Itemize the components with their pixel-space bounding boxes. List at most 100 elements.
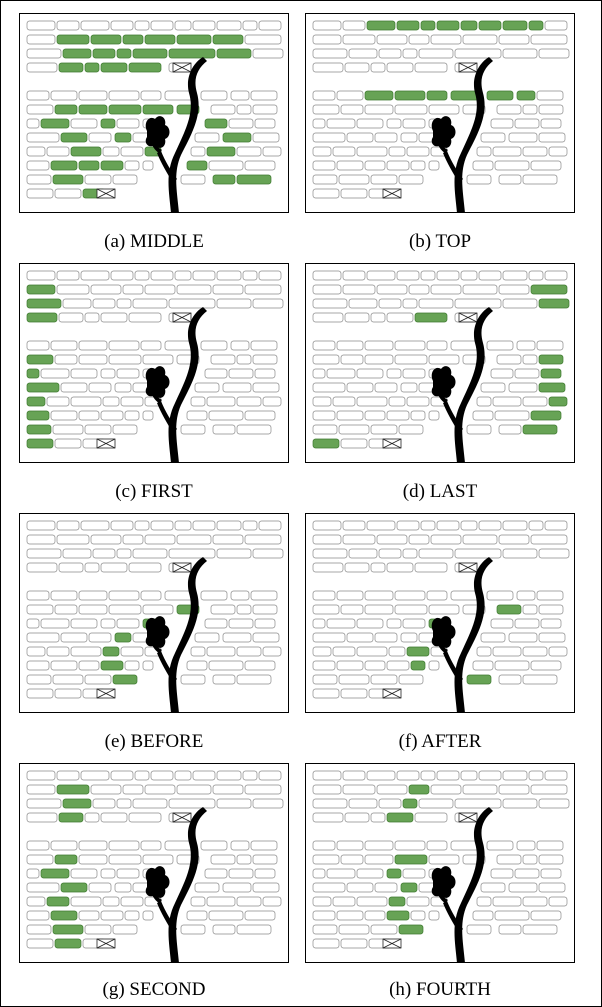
word-box (251, 841, 277, 850)
word-box (339, 425, 369, 434)
word-box (367, 521, 395, 530)
word-box (103, 897, 119, 906)
word-box-highlighted (531, 285, 567, 294)
word-box (499, 35, 529, 44)
word-box (461, 771, 477, 780)
word-box (515, 869, 539, 878)
word-box (347, 883, 373, 892)
word-box (313, 633, 345, 642)
word-box (253, 883, 279, 892)
word-box (337, 661, 363, 670)
word-box-highlighted (27, 313, 57, 322)
word-box (429, 105, 459, 114)
word-box (499, 675, 521, 684)
word-box-highlighted (59, 63, 83, 72)
word-box (337, 911, 363, 920)
word-box (71, 647, 101, 656)
crossed-box-icon (459, 563, 477, 572)
word-box (27, 605, 53, 614)
word-box (195, 883, 219, 892)
word-box (143, 355, 173, 364)
word-box (343, 35, 375, 44)
word-box (151, 521, 173, 530)
word-box (251, 91, 277, 100)
word-box (27, 925, 51, 934)
word-box (27, 271, 55, 280)
word-box (357, 897, 387, 906)
word-box (343, 771, 365, 780)
word-box (341, 105, 363, 114)
word-box-highlighted (41, 869, 69, 878)
word-box (143, 911, 153, 920)
word-box (237, 425, 271, 434)
word-box (101, 619, 115, 628)
word-box (357, 397, 387, 406)
word-box (117, 619, 139, 628)
word-box (461, 521, 477, 530)
word-box (135, 271, 149, 280)
word-box (493, 397, 521, 406)
word-box (503, 549, 537, 558)
word-box-highlighted (223, 133, 251, 142)
word-box (341, 939, 367, 948)
word-box (111, 271, 133, 280)
word-box (245, 661, 275, 670)
word-box (333, 397, 355, 406)
word-box (339, 675, 369, 684)
word-box (27, 175, 51, 184)
word-box (429, 355, 459, 364)
word-box (367, 771, 395, 780)
word-box (313, 355, 339, 364)
caption-second: (g) SECOND (19, 979, 289, 1001)
word-box (327, 619, 355, 628)
word-box-highlighted (437, 21, 459, 30)
word-box (109, 91, 139, 100)
word-box (451, 341, 479, 350)
word-box (263, 397, 281, 406)
word-box-highlighted (467, 675, 491, 684)
word-box (431, 785, 461, 794)
word-box (55, 189, 81, 198)
word-box (27, 785, 55, 794)
word-box (403, 869, 425, 878)
word-box (539, 133, 565, 142)
word-box (201, 91, 227, 100)
word-box (523, 605, 537, 614)
word-box (79, 341, 107, 350)
word-box (539, 883, 565, 892)
word-box (337, 91, 363, 100)
word-box (191, 397, 205, 406)
word-box (27, 689, 53, 698)
word-box-highlighted (387, 813, 413, 822)
word-box (429, 855, 459, 864)
word-box (253, 605, 277, 614)
word-box (143, 661, 153, 670)
word-box (313, 883, 345, 892)
word-box (89, 133, 111, 142)
word-box (79, 605, 107, 614)
word-box (343, 521, 365, 530)
word-box (133, 299, 167, 308)
word-box (399, 175, 423, 184)
word-box-highlighted (27, 411, 49, 420)
word-box (371, 563, 385, 572)
word-box (181, 675, 205, 684)
word-box (71, 369, 97, 378)
word-box (57, 271, 79, 280)
word-box (313, 21, 341, 30)
word-box (47, 147, 69, 156)
word-box (61, 383, 87, 392)
word-box (341, 355, 363, 364)
word-box-highlighted (503, 21, 527, 30)
word-box (517, 341, 535, 350)
word-box (91, 285, 121, 294)
word-box-highlighted (529, 21, 543, 30)
word-box (27, 119, 39, 128)
word-box (79, 911, 99, 920)
word-box (27, 869, 39, 878)
word-box (523, 675, 557, 684)
word-box (135, 521, 149, 530)
word-box (113, 175, 137, 184)
word-box (371, 63, 385, 72)
